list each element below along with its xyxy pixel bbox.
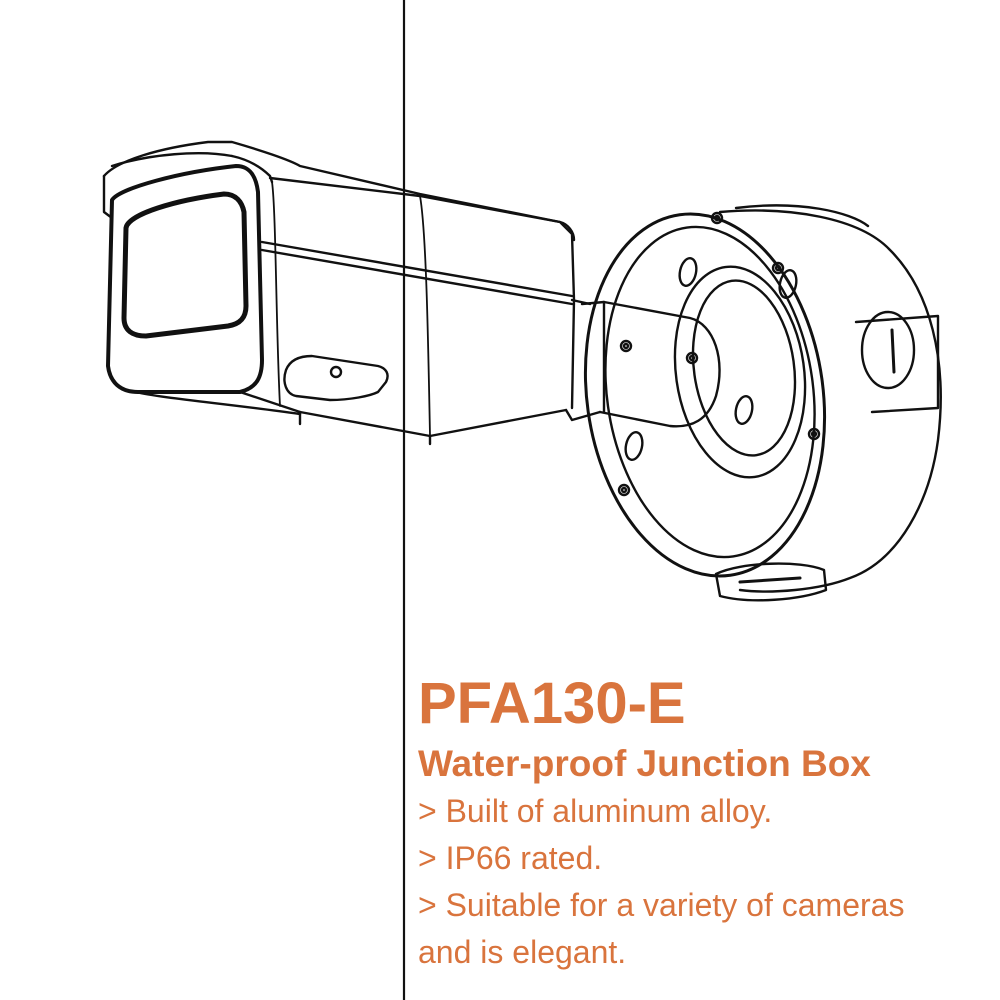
feature-line: > IP66 rated. [418, 840, 603, 876]
product-name-subtitle: Water-proof Junction Box [418, 743, 871, 784]
feature-line: > Built of aluminum alloy. [418, 793, 773, 829]
feature-line: and is elegant. [418, 934, 627, 970]
bullet-camera [102, 140, 602, 446]
feature-line: > Suitable for a variety of cameras [418, 887, 905, 923]
junction-box [580, 204, 942, 602]
product-description: PFA130-E Water-proof Junction Box > Buil… [418, 672, 996, 976]
product-model-title: PFA130-E [418, 671, 686, 736]
